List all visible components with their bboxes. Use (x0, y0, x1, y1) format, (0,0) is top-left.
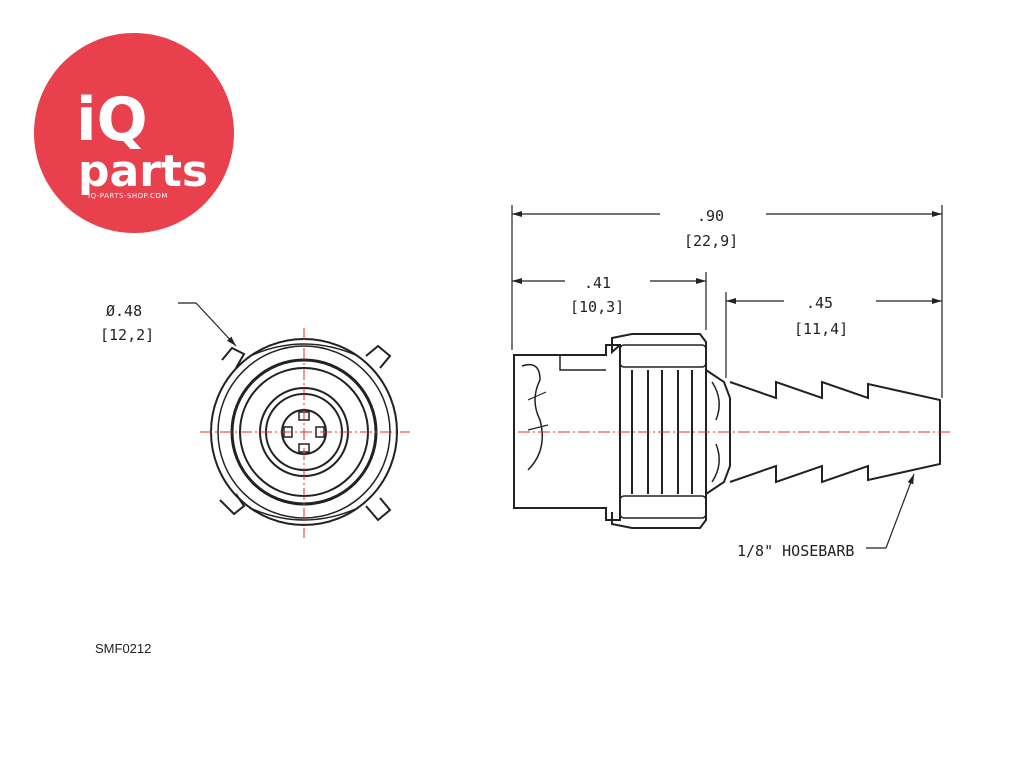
barb-mm-label: [11,4] (794, 320, 848, 338)
hex-facets (711, 381, 720, 483)
collar-bottom-band (619, 495, 707, 519)
body-mm-label: [10,3] (570, 298, 624, 316)
collar-outline (611, 333, 707, 529)
diameter-inch-label: Ø.48 (106, 302, 142, 320)
callout-leader (885, 473, 915, 549)
clip-detail (521, 363, 543, 471)
iq-parts-logo: iQ parts IQ-PARTS-SHOP.COM (34, 33, 234, 233)
overall-mm-label: [22,9] (684, 232, 738, 250)
logo-iq-text: iQ (76, 85, 148, 155)
side-view (513, 333, 941, 529)
lug-bottom-left (219, 493, 246, 516)
latch-step (559, 355, 606, 371)
clip-slots (527, 391, 549, 431)
end-view-centerlines (200, 328, 410, 538)
diameter-leader (178, 302, 237, 347)
body-inch-label: .41 (584, 274, 611, 292)
part-code: SMF0212 (95, 641, 152, 656)
lug-top-left (221, 346, 246, 369)
lug-top-right (365, 344, 392, 369)
hosebarb-callout-label: 1/8" HOSEBARB (737, 542, 854, 560)
overall-inch-label: .90 (697, 207, 724, 225)
dimension-lines (511, 205, 943, 549)
body-outline (513, 344, 621, 521)
diameter-mm-label: [12,2] (100, 326, 154, 344)
lug-bottom-right (365, 497, 392, 522)
collar-top-band (619, 344, 707, 368)
logo-parts-text: parts (78, 146, 208, 197)
logo-tagline: IQ-PARTS-SHOP.COM (88, 192, 168, 200)
barb-inch-label: .45 (806, 294, 833, 312)
logo-circle (34, 33, 234, 233)
